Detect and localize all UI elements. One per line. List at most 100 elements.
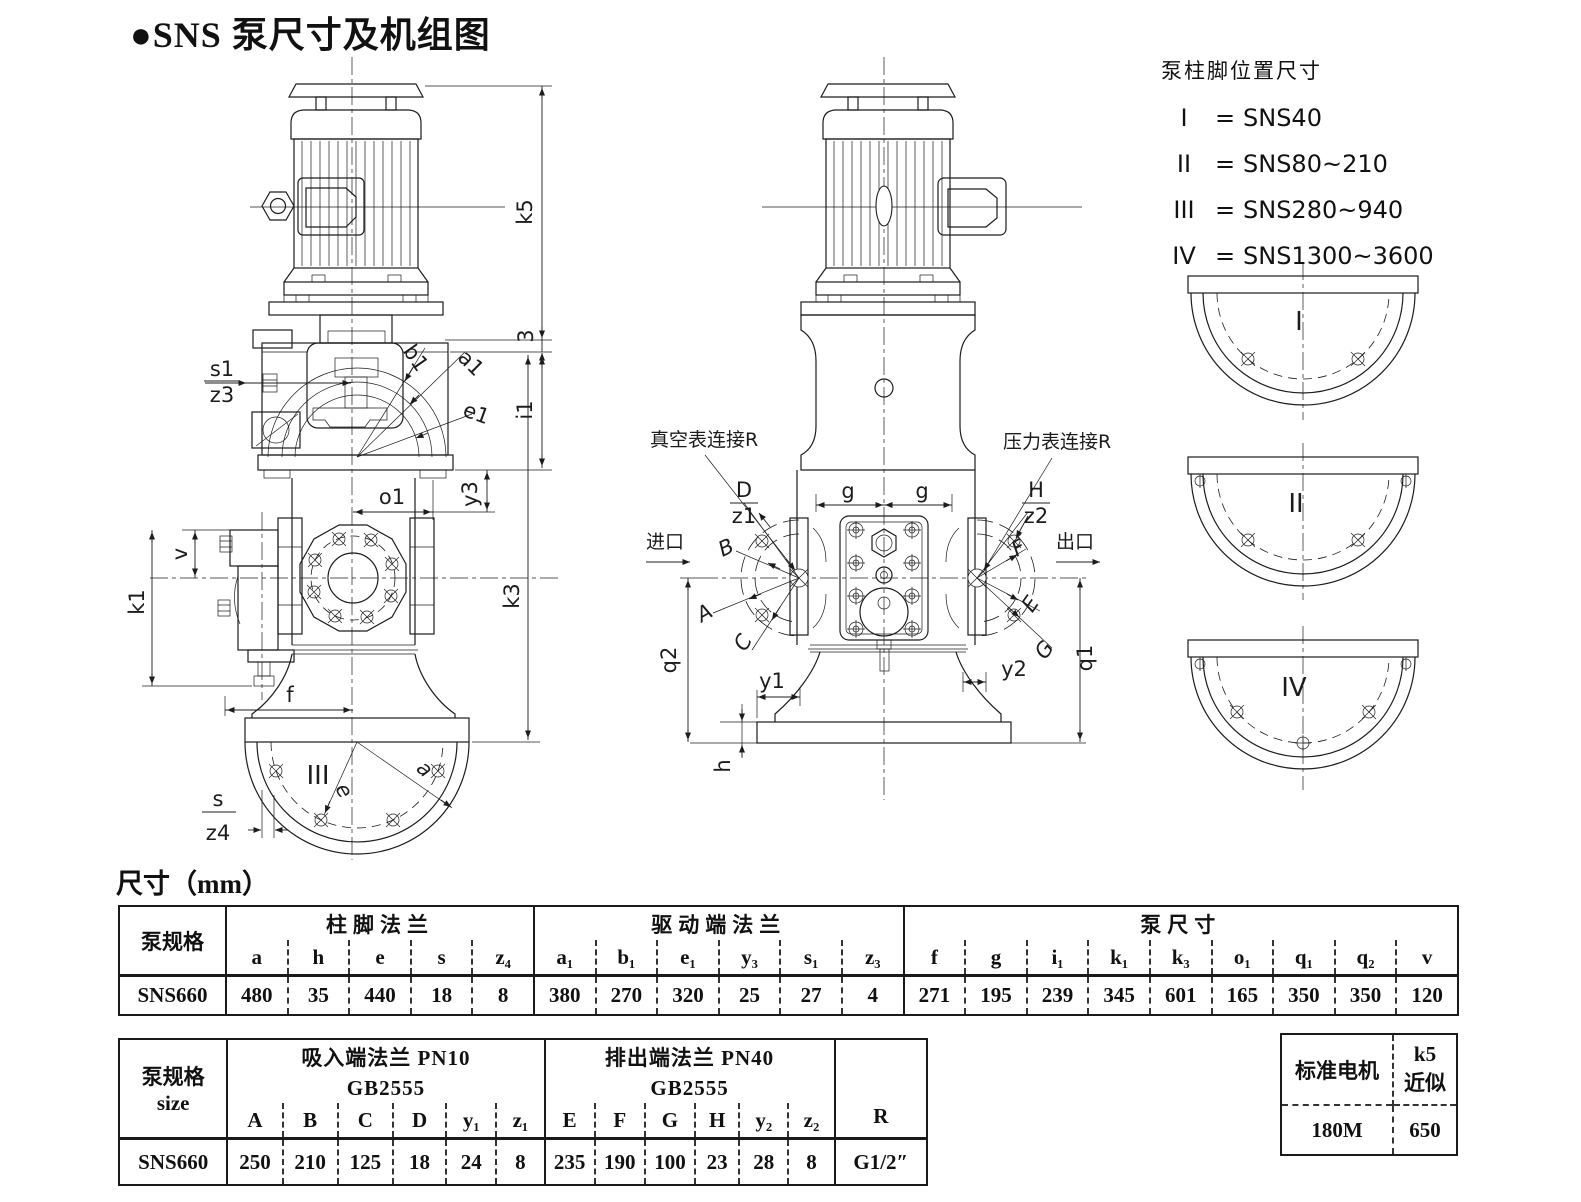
dim-label-z2: z2 — [1024, 504, 1048, 528]
dim-label-E: E — [1017, 591, 1045, 616]
col-header: q₁ — [1272, 940, 1335, 977]
foot-size-mark: III — [306, 761, 329, 791]
vacuum-gauge-label: 真空表连接R — [650, 429, 758, 451]
col-header: B — [281, 1103, 338, 1140]
legend-value: SNS40 — [1243, 104, 1322, 132]
table2-r-header: R — [833, 1039, 927, 1140]
dim-label-F: F — [1007, 534, 1030, 561]
value-cell: 440 — [348, 975, 411, 1015]
pump-model-cell: SNS660 — [138, 1149, 209, 1174]
dim-label-g-left: g — [841, 479, 854, 503]
col-header: y₁ — [445, 1103, 497, 1140]
dim-label-y2: y2 — [1001, 657, 1027, 681]
col-header: z₃ — [840, 940, 904, 977]
col-header: C — [336, 1103, 393, 1140]
page-title: ●SNS 泵尺寸及机组图 — [130, 15, 491, 55]
col-header: f — [902, 940, 966, 977]
k5-header: k5 近似 — [1392, 1034, 1457, 1105]
value-cell: 27 — [779, 975, 842, 1015]
dim-label-a1: a1 — [453, 345, 489, 381]
discharge-standard: GB2555 — [543, 1073, 835, 1103]
col-header: i₁ — [1025, 940, 1089, 977]
col-header: b₁ — [594, 940, 658, 977]
table1-group-drive-flange: 驱动端法兰 — [532, 906, 904, 940]
table1-group-foot-flange: 柱脚法兰 — [225, 906, 534, 940]
foot-bolt-symbols — [268, 763, 446, 828]
value-cell: 4 — [840, 975, 904, 1015]
dim-label-v: v — [168, 548, 192, 560]
outlet-label: 出口 — [1056, 531, 1094, 553]
dim-label-3: 3 — [514, 329, 538, 342]
col-header: a₁ — [532, 940, 596, 977]
dim-label-z4: z4 — [206, 821, 230, 845]
dim-label-g-right: g — [915, 479, 928, 503]
value-cell: 24 — [445, 1138, 497, 1185]
col-header: h — [286, 940, 350, 977]
foot-diagram-label-1: I — [1295, 307, 1303, 337]
col-header: F — [593, 1103, 645, 1140]
dim-label-H: H — [1028, 478, 1044, 502]
pressure-gauge-label: 压力表连接R — [1003, 431, 1111, 453]
table2-corner: 泵规格 size — [119, 1039, 228, 1140]
value-cell: 270 — [594, 975, 658, 1015]
motor-header: 标准电机 — [1295, 1058, 1379, 1083]
table1-corner: 泵规格 — [119, 906, 226, 977]
value-cell: 350 — [1272, 975, 1335, 1015]
value-cell: 8 — [787, 1138, 835, 1185]
equals-sign: = — [1214, 104, 1236, 132]
dim-label-q2: q2 — [657, 647, 681, 674]
value-cell: 190 — [593, 1138, 645, 1185]
value-cell: 18 — [391, 1138, 447, 1185]
standard-motor-table: 标准电机 k5 近似 180M 650 — [1280, 1033, 1458, 1156]
equals-sign: = — [1214, 150, 1236, 178]
pump-technical-drawing: s1 z3 b1 a1 e1 3 k5 i1 k3 y3 o1 v k1 f I… — [125, 57, 1419, 860]
col-header: z₁ — [495, 1103, 545, 1140]
dim-label-e: e — [330, 779, 357, 802]
legend-value: SNS1300~3600 — [1243, 242, 1434, 270]
legend-item: III = SNS280~940 — [1161, 187, 1434, 233]
col-header: q₂ — [1333, 940, 1397, 977]
col-header: a — [225, 940, 288, 977]
legend-item: IV = SNS1300~3600 — [1161, 233, 1434, 279]
dim-label-o1: o1 — [379, 485, 405, 509]
value-cell: 165 — [1210, 975, 1274, 1015]
col-header: s₁ — [779, 940, 842, 977]
col-header: k₃ — [1148, 940, 1212, 977]
legend-numeral: II — [1176, 150, 1192, 178]
col-header: z₄ — [471, 940, 534, 977]
legend-numeral: III — [1173, 196, 1195, 224]
dim-label-B: B — [714, 534, 737, 562]
col-header: o₁ — [1210, 940, 1274, 977]
dim-label-i1: i1 — [513, 400, 537, 419]
col-header: e₁ — [656, 940, 719, 977]
motor-frame-cell: 180M — [1281, 1104, 1393, 1155]
col-header: g — [964, 940, 1027, 977]
dim-label-s1: s1 — [210, 357, 234, 381]
dim-label-k5: k5 — [513, 199, 537, 225]
value-cell: 480 — [225, 975, 288, 1015]
col-header: v — [1395, 940, 1458, 977]
value-cell: 8 — [471, 975, 534, 1015]
col-header: e — [348, 940, 411, 977]
table1-group-pump-dims: 泵尺寸 — [902, 906, 1458, 940]
dim-label-f: f — [286, 683, 294, 707]
dimensions-unit-note: 尺寸（mm） — [116, 869, 269, 899]
flange-dimensions-table: 泵规格 size 吸入端法兰 PN10 排出端法兰 PN40 R GB2555 … — [118, 1038, 928, 1186]
dim-label-k1: k1 — [125, 589, 149, 615]
k5-label: k5 — [1413, 1042, 1437, 1066]
value-cell: 320 — [656, 975, 719, 1015]
legend-item: II = SNS80~210 — [1161, 141, 1434, 187]
equals-sign: = — [1214, 242, 1236, 270]
value-cell: 125 — [336, 1138, 393, 1185]
col-header: y₃ — [717, 940, 781, 977]
legend-value: SNS80~210 — [1243, 150, 1388, 178]
table-row: SNS660 250 210 125 18 24 8 235 190 100 2… — [119, 1138, 927, 1185]
legend-value: SNS280~940 — [1243, 196, 1404, 224]
pump-front-view: 真空表连接R 压力表连接R D z1 H z2 g g 进口 出口 B A C … — [646, 57, 1111, 800]
dim-label-a: a — [412, 756, 438, 782]
foot-position-diagrams: I II IV — [1187, 262, 1419, 790]
k5-value-cell: 650 — [1392, 1104, 1457, 1155]
col-header: E — [543, 1103, 595, 1140]
value-cell: 345 — [1087, 975, 1150, 1015]
col-header: y₂ — [738, 1103, 789, 1140]
